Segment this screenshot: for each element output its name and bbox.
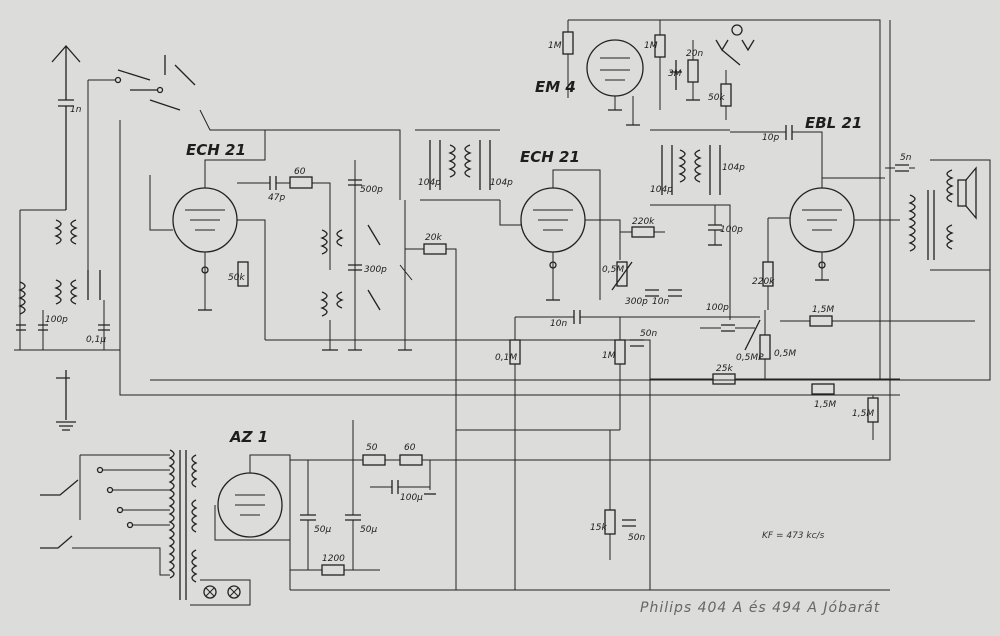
value-c-50u-b: 50µ <box>360 525 377 535</box>
em4-tuning-eye-tube <box>567 19 881 380</box>
value-r-25k: 25k <box>716 364 733 374</box>
tube-label-ech21-mixer: ECH 21 <box>186 141 246 159</box>
ech21-mixer-tube <box>149 130 266 340</box>
value-r-3m: 3M <box>668 69 682 79</box>
value-c-50u-a: 50µ <box>314 525 331 535</box>
value-r-220k-a: 220k <box>632 217 655 227</box>
ech21-if-tube <box>499 169 621 301</box>
antenna-input-section <box>14 45 900 431</box>
value-r-220k-b: 220k <box>752 277 775 287</box>
value-r-60-ps: 60 <box>404 443 416 453</box>
value-c-300p-det: 300p <box>625 297 648 307</box>
value-c-104p-4: 104p <box>722 163 745 173</box>
first-if-transformer <box>415 129 500 201</box>
value-c-5n: 5n <box>900 153 912 163</box>
value-c-47p: 47p <box>268 193 285 203</box>
value-r-15m-a: 1,5M <box>812 305 834 315</box>
ebl21-output-tube <box>768 177 900 281</box>
value-c-300p: 300p <box>364 265 387 275</box>
tube-label-ech21-if: ECH 21 <box>520 148 580 166</box>
value-r-05m-a: 0,5M <box>602 265 624 275</box>
value-c-10p: 10p <box>762 133 779 143</box>
value-c-104p-3: 104p <box>650 185 673 195</box>
value-r-1m-b: 1M <box>644 41 658 51</box>
value-r-01m: 0,1M <box>495 353 517 363</box>
value-r-1200: 1200 <box>322 554 345 564</box>
value-r-1m-c: 1M <box>602 351 616 361</box>
value-c-20n: 20n <box>686 49 703 59</box>
if-frequency-note: KF = 473 kc/s <box>762 531 825 541</box>
second-if-transformer <box>650 129 731 320</box>
value-r-20k: 20k <box>425 233 442 243</box>
value-c-100p-left: 100p <box>45 315 68 325</box>
value-r-05mp: 0,5MP <box>736 353 764 363</box>
value-r-50k: 50k <box>228 273 245 283</box>
value-r-50-ps: 50 <box>366 443 378 453</box>
tube-label-em4: EM 4 <box>535 78 576 96</box>
value-c-01u: 0,1µ <box>86 335 106 345</box>
az1-rectifier-tube <box>214 454 291 570</box>
tube-label-az1: AZ 1 <box>229 428 268 446</box>
value-c-100u: 100µ <box>400 493 423 503</box>
value-c-500p: 500p <box>360 185 383 195</box>
value-c-104p-2: 104p <box>490 178 513 188</box>
value-r-15m-c: 1,5M <box>852 409 874 419</box>
value-r-15m-b: 1,5M <box>814 400 836 410</box>
value-r-1m-a: 1M <box>548 41 562 51</box>
schematic-title: Philips 404 A és 494 A Jóbarát <box>640 600 880 616</box>
value-c-10n-b: 10n <box>550 319 567 329</box>
value-c-100p-b: 100p <box>706 303 729 313</box>
output-transformer-speaker <box>885 159 991 271</box>
value-c-50n-a: 50n <box>640 329 657 339</box>
value-r-60: 60 <box>294 167 306 177</box>
mains-transformer <box>40 449 251 606</box>
value-c-50n-b: 50n <box>628 533 645 543</box>
value-c-10n-a: 10n <box>652 297 669 307</box>
value-r-15k: 15k <box>590 523 607 533</box>
tube-label-ebl21: EBL 21 <box>805 114 862 132</box>
value-c-100p-if: 100p <box>720 225 743 235</box>
value-c-104p-1: 104p <box>418 178 441 188</box>
value-r-50k-em: 50k <box>708 93 725 103</box>
value-c-1n: 1n <box>70 105 82 115</box>
value-r-05m-b: 0,5M <box>774 349 796 359</box>
